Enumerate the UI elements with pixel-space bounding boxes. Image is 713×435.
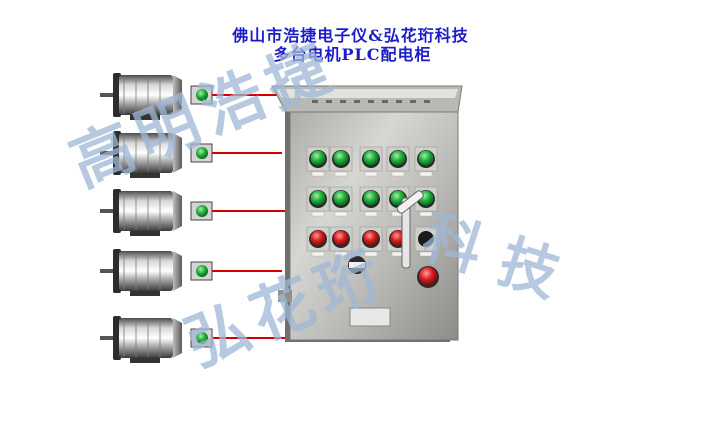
motor-body (119, 75, 173, 115)
label-plate (419, 211, 433, 217)
selector-switch (348, 256, 366, 274)
emergency-stop-button (417, 266, 439, 288)
motor-shaft (100, 209, 118, 213)
starter-box (190, 328, 213, 348)
motor-foot (130, 115, 160, 120)
starter-box (190, 143, 213, 163)
motor-3 (100, 189, 213, 236)
label-plate (391, 171, 405, 177)
green-button (306, 186, 330, 217)
motor-end-cap (173, 75, 182, 115)
label-plate (364, 171, 378, 177)
cabinet-vents (312, 100, 430, 103)
plc-cabinet (271, 85, 463, 342)
label-plate (311, 171, 325, 177)
motor-shaft (100, 336, 118, 340)
motor-foot (130, 173, 160, 178)
motor-shaft (100, 93, 118, 97)
green-lamp (359, 146, 383, 177)
motor-shaft (100, 269, 118, 273)
black-knob (414, 226, 438, 257)
motor-end-cap (173, 191, 182, 231)
label-plate (364, 251, 378, 257)
vent-slot (382, 100, 388, 103)
label-plate (334, 211, 348, 217)
vent-slot (326, 100, 332, 103)
motor-body (119, 318, 173, 358)
status-lamp (196, 265, 208, 277)
starter-box (190, 201, 213, 221)
panel-controls (306, 146, 439, 288)
label-plate (364, 211, 378, 217)
vent-slot (340, 100, 346, 103)
status-lamp (196, 89, 208, 101)
label-plate (311, 211, 325, 217)
motor-1 (100, 73, 213, 120)
motor-4 (100, 249, 213, 296)
motor-foot (130, 231, 160, 236)
motor-body (119, 133, 173, 173)
status-lamp (196, 205, 208, 217)
red-button (359, 226, 383, 257)
diagram-title-line2: 多台电机PLC配电柜 (273, 45, 432, 64)
vent-slot (396, 100, 402, 103)
label-plate (334, 171, 348, 177)
vent-slot (424, 100, 430, 103)
diagram-title-line1: 佛山市浩捷电子仪&弘花珩科技 (232, 26, 469, 45)
motor-body (119, 251, 173, 291)
green-lamp (329, 146, 353, 177)
motor-body (119, 191, 173, 231)
label-plate (311, 251, 325, 257)
cabinet-hood-highlight (276, 89, 458, 98)
green-lamp (306, 146, 330, 177)
green-lamp (386, 146, 410, 177)
motors-group (100, 73, 213, 363)
vent-slot (354, 100, 360, 103)
status-lamp (196, 147, 208, 159)
cabinet-hinge (278, 290, 292, 302)
door-handle (396, 190, 424, 269)
motor-foot (130, 358, 160, 363)
starter-box (190, 261, 213, 281)
starter-box (190, 85, 213, 105)
motor-end-cap (173, 251, 182, 291)
green-lamp (414, 146, 438, 177)
label-plate (334, 251, 348, 257)
motor-end-cap (173, 133, 182, 173)
motor-shaft (100, 151, 118, 155)
green-button (359, 186, 383, 217)
label-plate (419, 171, 433, 177)
status-lamp (196, 332, 208, 344)
vent-slot (368, 100, 374, 103)
vent-slot (312, 100, 318, 103)
cabinet-door (289, 99, 459, 341)
motor-end-cap (173, 318, 182, 358)
cabinet-nameplate (349, 307, 391, 327)
vent-slot (410, 100, 416, 103)
red-button (329, 226, 353, 257)
motor-2 (100, 131, 213, 178)
label-plate (419, 251, 433, 257)
motor-foot (130, 291, 160, 296)
motor-5 (100, 316, 213, 363)
green-button (329, 186, 353, 217)
red-button (306, 226, 330, 257)
